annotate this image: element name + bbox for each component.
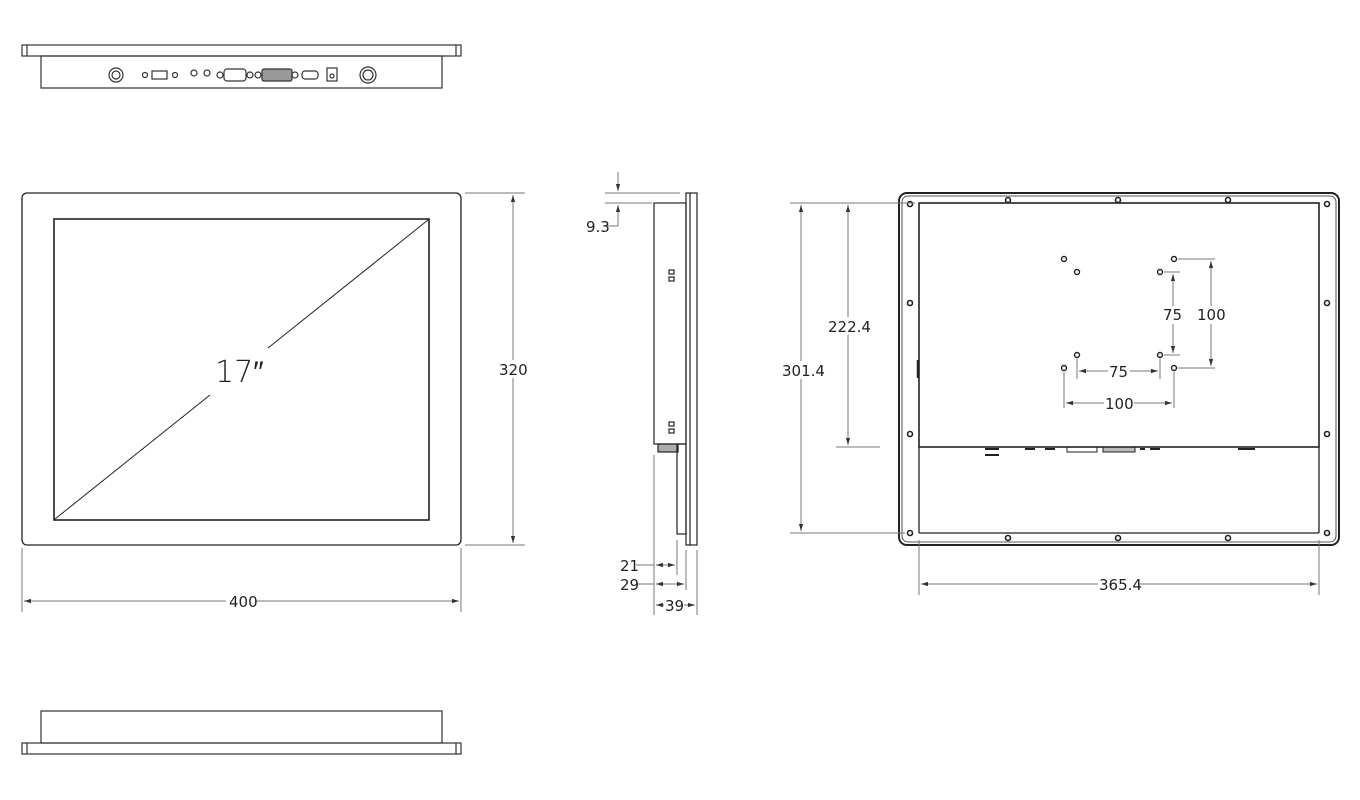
vesa-mount-holes bbox=[1060, 255, 1178, 372]
side-view bbox=[653, 192, 698, 546]
width-dimension-label: 400 bbox=[229, 593, 258, 611]
led-icon bbox=[141, 71, 149, 79]
front-dimensions bbox=[21, 192, 525, 612]
back-width-label: 365.4 bbox=[1099, 576, 1142, 594]
depth-label-21: 21 bbox=[620, 557, 639, 575]
inner-height-label: 222.4 bbox=[828, 318, 871, 336]
front-view bbox=[21, 192, 462, 546]
vesa-100-vertical-label: 100 bbox=[1197, 306, 1226, 324]
top-view bbox=[21, 44, 462, 89]
screw-holes bbox=[906, 196, 1331, 542]
side-dimensions bbox=[605, 172, 698, 615]
dvi-port-icon bbox=[254, 68, 299, 82]
screen-size-label: 17″ bbox=[215, 355, 264, 390]
vesa-100-horizontal-label: 100 bbox=[1105, 395, 1134, 413]
usb-port-icon bbox=[151, 70, 168, 80]
power-button-icon bbox=[108, 67, 124, 83]
back-dimensions bbox=[790, 202, 1320, 595]
audio-jack-icon bbox=[203, 69, 211, 77]
power-connector-icon bbox=[359, 66, 377, 84]
vesa-75-vertical-label: 75 bbox=[1163, 306, 1182, 324]
led-icon bbox=[171, 71, 179, 79]
height-dimension-label: 320 bbox=[499, 361, 528, 379]
outer-height-label: 301.4 bbox=[782, 362, 825, 380]
vesa-75-horizontal-label: 75 bbox=[1109, 363, 1128, 381]
depth-label-39: 39 bbox=[665, 597, 684, 615]
audio-jack-icon bbox=[190, 69, 198, 77]
vga-port-icon bbox=[216, 68, 254, 82]
bottom-view bbox=[21, 710, 462, 755]
bezel-thickness-label: 9.3 bbox=[586, 218, 610, 236]
dc-jack-icon bbox=[326, 67, 338, 82]
hdmi-port-icon bbox=[301, 70, 319, 80]
depth-label-29: 29 bbox=[620, 576, 639, 594]
